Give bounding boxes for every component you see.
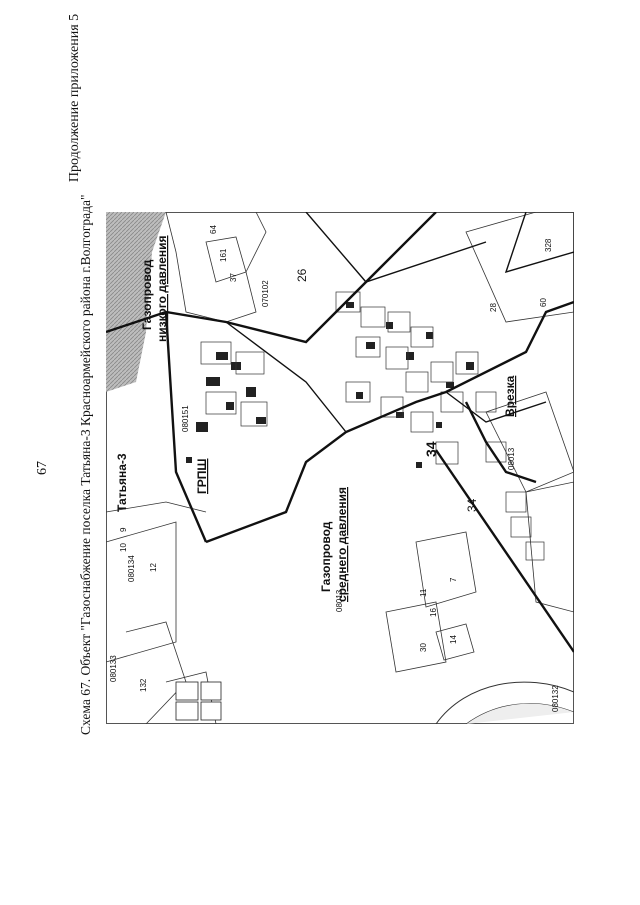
map-border [106,212,574,724]
label-settlement: Татьяна-3 [115,453,129,512]
label-080151: 080151 [181,405,190,432]
label-gas-low-1: Газопровод [140,259,154,330]
buildings [186,302,474,468]
label-161: 161 [219,248,228,262]
road-lines [225,212,574,433]
label-070102: 070102 [261,280,270,307]
label-16: 16 [429,608,438,617]
label-14: 14 [449,635,458,644]
scheme-map: Татьяна-3 ГРПШ Газопровод низкого давлен… [106,212,574,724]
label-34-big: 34 [423,441,439,457]
figure-caption: Схема 67. Объект "Газоснабжение поселка … [78,194,93,735]
label-7: 7 [449,577,458,582]
label-37: 37 [229,273,238,282]
label-gas-mid-2: среднего давления [335,487,349,602]
label-28: 28 [489,303,498,312]
label-64: 64 [209,225,218,234]
label-12: 12 [149,563,158,572]
label-0801x: 08013 [335,589,344,612]
label-gas-low-2: низкого давления [155,235,169,342]
label-08013-right: 08013 [507,447,516,470]
label-gas-mid-1: Газопровод [319,521,333,592]
label-080132: 080132 [551,685,560,712]
label-080133: 080133 [109,655,118,682]
label-9: 9 [119,527,128,532]
river-bank [435,681,574,724]
label-tie-in: Врезка [503,375,517,417]
map-labels: Татьяна-3 ГРПШ Газопровод низкого давлен… [109,225,560,712]
label-26: 26 [295,268,309,282]
label-328: 328 [544,238,553,252]
river-fill [465,703,574,724]
continuation-header: Продолжение приложения 5 [67,13,82,183]
label-10: 10 [119,543,128,552]
label-080134: 080134 [127,555,136,582]
left-bottom-parcels [175,681,222,721]
label-30: 30 [419,643,428,652]
label-34: 34 [465,498,479,512]
label-11: 11 [419,588,428,597]
label-grpsh: ГРПШ [195,459,209,495]
terrain-strip [106,212,166,392]
label-132: 132 [139,678,148,692]
page-number: 67 [35,461,50,475]
label-60: 60 [539,298,548,307]
